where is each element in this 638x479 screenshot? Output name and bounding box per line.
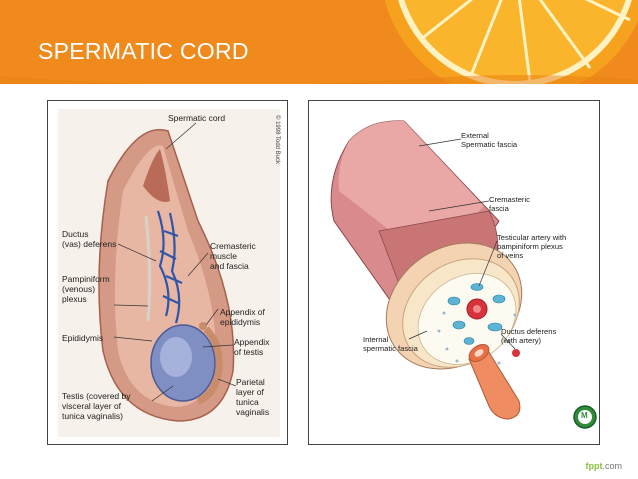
label-spermatic-cord: Spermatic cord [168, 113, 226, 123]
label-ductus-deferens: Ductus (vas) deferens [62, 229, 117, 249]
left-figure-panel: © 1998 Todd Buck Spermatic cord Ductus (… [47, 100, 288, 445]
cord-cross-section-illustration [330, 120, 597, 429]
logo-letter: M [581, 411, 588, 420]
right-figure-panel: M External Spermatic fascia Cremasteric … [308, 100, 600, 445]
label-appendix-testis: Appendix of testis [234, 337, 270, 357]
label-parietal-layer: Parietal layer of tunica vaginalis [236, 377, 270, 417]
footer-brand-suffix: .com [602, 461, 622, 471]
label-appendix-epididymis: Appendix of epididymis [220, 307, 265, 327]
footer-brand-name: fppt [585, 461, 603, 471]
label-testis: Testis (covered by visceral layer of tun… [62, 391, 131, 421]
label-epididymis: Epididymis [62, 333, 104, 343]
label-internal-fascia: Internal spermatic fascia [363, 335, 418, 353]
label-testicular-artery: Testicular artery with pampiniform plexu… [497, 233, 567, 260]
label-cremasteric-fascia: Cremasteric fascia [489, 195, 530, 213]
label-external-fascia: External Spermatic fascia [461, 131, 518, 149]
label-pampiniform-plexus: Pampiniform (venous) plexus [62, 274, 110, 304]
copyright-note: © 1998 Todd Buck [274, 115, 280, 165]
orange-slice-decoration [0, 0, 638, 84]
slide-header: SPERMATIC CORD [0, 0, 638, 84]
label-ductus-deferens-right: Ductus deferens (with artery) [501, 327, 557, 345]
label-cremasteric-muscle: Cremasteric muscle and fascia [210, 241, 256, 271]
testis-illustration [58, 109, 280, 437]
slide-title: SPERMATIC CORD [38, 38, 249, 64]
footer-brand: fppt.com [585, 461, 622, 471]
